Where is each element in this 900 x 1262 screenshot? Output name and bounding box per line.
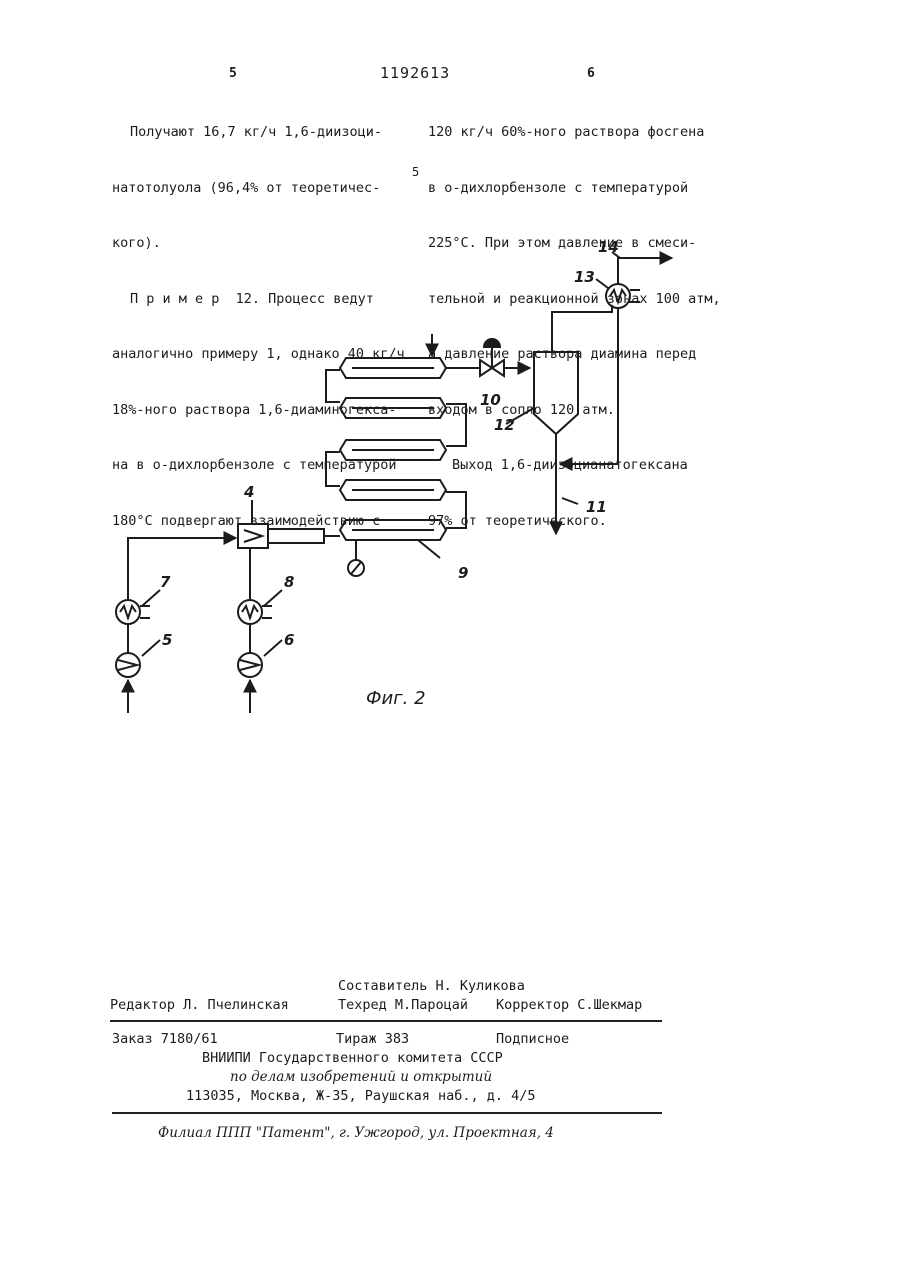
org-line-1: ВНИИПИ Государственного комитета СССР <box>202 1050 503 1066</box>
mixer-4-icon <box>238 524 324 548</box>
reflux-return-line <box>560 308 618 464</box>
process-flow-diagram: 4 5 6 7 8 9 10 11 12 13 14 <box>0 0 900 760</box>
pipe-to-condenser <box>552 305 612 352</box>
label-14: 14 <box>598 238 619 256</box>
branch-line: Филиал ППП "Патент", г. Ужгород, ул. Про… <box>158 1125 554 1141</box>
composer-line: Составитель Н. Куликова <box>338 978 525 994</box>
pump-5-icon <box>116 653 140 677</box>
label-6: 6 <box>284 631 294 649</box>
label-12: 12 <box>494 416 515 434</box>
label-9: 9 <box>458 564 468 582</box>
pump-6-icon <box>238 653 262 677</box>
label-4: 4 <box>243 483 254 501</box>
pipe-to-mixer <box>128 538 236 600</box>
techred-line: Техред М.Пароцай <box>338 997 468 1013</box>
org-line-2: по делам изобретений и открытий <box>230 1069 492 1085</box>
label-8: 8 <box>284 573 294 591</box>
label-10: 10 <box>480 391 501 409</box>
label-7: 7 <box>160 573 171 591</box>
tubular-reactor-9-icon <box>324 358 466 576</box>
order-line: Заказ 7180/61 <box>112 1031 218 1047</box>
address-line: 113035, Москва, Ж-35, Раушская наб., д. … <box>186 1088 536 1104</box>
outlet-arrow-14 <box>618 258 672 284</box>
label-5: 5 <box>162 631 172 649</box>
circulation-line: Тираж 383 <box>336 1031 409 1047</box>
footer-rule-bottom <box>112 1112 662 1114</box>
control-valve-10-icon <box>480 339 504 376</box>
label-13: 13 <box>574 268 595 286</box>
separator-12-icon <box>534 352 578 434</box>
condenser-13-icon <box>606 284 640 308</box>
corrector-line: Корректор С.Шекмар <box>496 997 642 1013</box>
leader-line <box>562 498 578 504</box>
label-11: 11 <box>586 498 607 516</box>
editor-line: Редактор Л. Пчелинская <box>110 997 289 1013</box>
figure-caption: Фиг. 2 <box>366 688 426 709</box>
subscription-line: Подписное <box>496 1031 569 1047</box>
footer-rule-top <box>110 1020 662 1022</box>
